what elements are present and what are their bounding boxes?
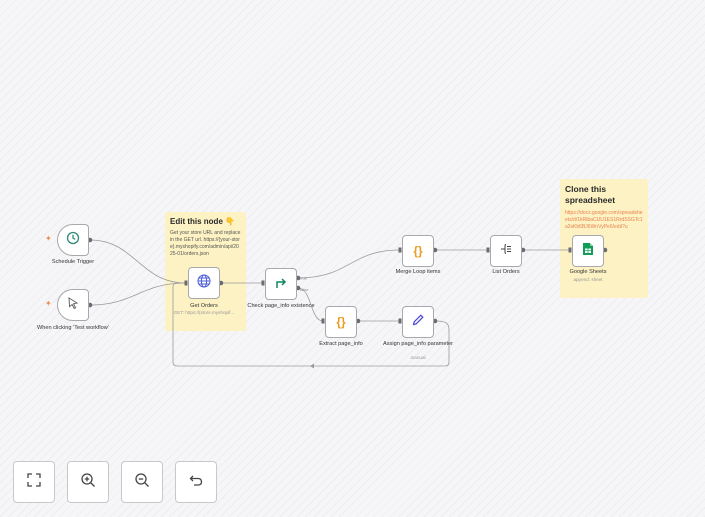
node-label: Assign page_info parameter bbox=[383, 341, 453, 347]
pencil-icon bbox=[411, 313, 425, 332]
node-subtitle: manual bbox=[410, 355, 426, 360]
check-true-label: true bbox=[300, 276, 308, 281]
node-schedule-trigger[interactable] bbox=[57, 224, 89, 256]
sticky-title: Clone this spreadsheet bbox=[565, 184, 616, 205]
node-check-page-info[interactable] bbox=[265, 268, 297, 300]
edge-schedule-get bbox=[89, 239, 187, 284]
edge-check-extract bbox=[297, 287, 324, 322]
expand-icon bbox=[26, 472, 42, 493]
sticky-body: Get your store URL and replace in the GE… bbox=[170, 230, 241, 257]
node-label: Extract page_info bbox=[319, 341, 363, 347]
sticky-link[interactable]: https://docs.google.com/spreadsheets/d/1… bbox=[565, 210, 643, 230]
fit-view-button[interactable] bbox=[13, 461, 55, 503]
node-extract-page-info[interactable]: {} bbox=[325, 306, 357, 338]
check-false-label: false bbox=[300, 287, 309, 292]
node-subtitle: GET: https://{store.myshopif... bbox=[173, 310, 235, 315]
node-assign-page-info[interactable] bbox=[402, 306, 434, 338]
zoom-out-button[interactable] bbox=[121, 461, 163, 503]
loop-arrow bbox=[310, 363, 314, 369]
edge-check-merge bbox=[297, 249, 401, 279]
node-label: Get Orders bbox=[190, 303, 218, 309]
edge-manual-get bbox=[89, 282, 187, 306]
clock-icon bbox=[66, 231, 80, 250]
edge-loop-back bbox=[172, 282, 450, 367]
if-icon bbox=[274, 275, 288, 294]
node-label: Schedule Trigger bbox=[51, 259, 95, 265]
node-google-sheets[interactable] bbox=[572, 235, 604, 267]
zoom-in-icon bbox=[80, 472, 96, 493]
node-label: Merge Loop items bbox=[395, 269, 441, 275]
node-label: List Orders bbox=[492, 269, 520, 275]
sheets-icon bbox=[582, 242, 594, 261]
sticky-note-edit[interactable]: Edit this node 👇 Get your store URL and … bbox=[165, 212, 246, 331]
trigger-bolt-icon: ✦ bbox=[45, 234, 52, 243]
trigger-bolt-icon: ✦ bbox=[45, 299, 52, 308]
zoom-out-icon bbox=[134, 472, 150, 493]
node-merge-loop-items[interactable]: {} bbox=[402, 235, 434, 267]
split-out-icon bbox=[499, 242, 513, 261]
undo-button[interactable] bbox=[175, 461, 217, 503]
cursor-icon bbox=[66, 296, 80, 315]
undo-icon bbox=[188, 472, 204, 493]
zoom-in-button[interactable] bbox=[67, 461, 109, 503]
sticky-title: Edit this node 👇 bbox=[170, 217, 236, 226]
node-subtitle: append: sheet bbox=[573, 277, 603, 282]
node-label: Check page_info existence bbox=[247, 303, 315, 309]
node-label: Google Sheets bbox=[569, 269, 607, 275]
node-get-orders[interactable] bbox=[188, 267, 220, 299]
code-braces-icon: {} bbox=[336, 315, 346, 329]
globe-icon bbox=[196, 273, 212, 294]
node-label: When clicking ‘Test workflow’ bbox=[36, 325, 110, 331]
node-list-orders[interactable] bbox=[490, 235, 522, 267]
code-braces-icon: {} bbox=[413, 244, 423, 258]
node-manual-trigger[interactable] bbox=[57, 289, 89, 321]
